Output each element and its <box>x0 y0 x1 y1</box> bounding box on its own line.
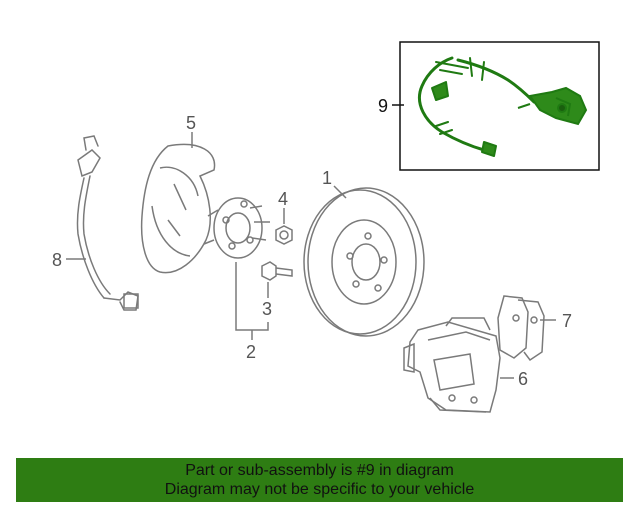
callout-8: 8 <box>52 250 62 270</box>
brake-hose[interactable] <box>76 135 139 311</box>
callout-2: 2 <box>246 342 256 362</box>
brake-caliper[interactable] <box>403 317 501 413</box>
callout-7: 7 <box>562 311 572 331</box>
callout-4: 4 <box>278 189 288 209</box>
callout-2-bracket <box>235 262 269 340</box>
callout-6: 6 <box>518 369 528 389</box>
abs-sensor-harness[interactable] <box>418 56 536 157</box>
brake-assembly-diagram: 9 8 5 4 3 <box>52 41 600 413</box>
lug-nut[interactable] <box>275 225 293 245</box>
part-9-inset[interactable]: 9 <box>378 41 600 171</box>
callout-1: 1 <box>322 168 332 188</box>
callout-1-leader <box>333 185 347 199</box>
callout-5: 5 <box>186 113 196 133</box>
brake-rotor[interactable] <box>303 187 425 337</box>
part-info-banner: Part or sub-assembly is #9 in diagram Di… <box>16 458 623 502</box>
callout-9: 9 <box>378 96 388 116</box>
hub-bearing[interactable] <box>203 197 270 259</box>
banner-line-1: Part or sub-assembly is #9 in diagram <box>185 462 454 479</box>
callout-3: 3 <box>262 299 272 319</box>
splash-shield[interactable] <box>140 143 216 274</box>
brake-pads[interactable] <box>497 295 545 362</box>
banner-line-2: Diagram may not be specific to your vehi… <box>164 481 475 498</box>
wheel-bolt[interactable] <box>261 261 293 281</box>
abs-sensor-head[interactable] <box>517 86 588 126</box>
